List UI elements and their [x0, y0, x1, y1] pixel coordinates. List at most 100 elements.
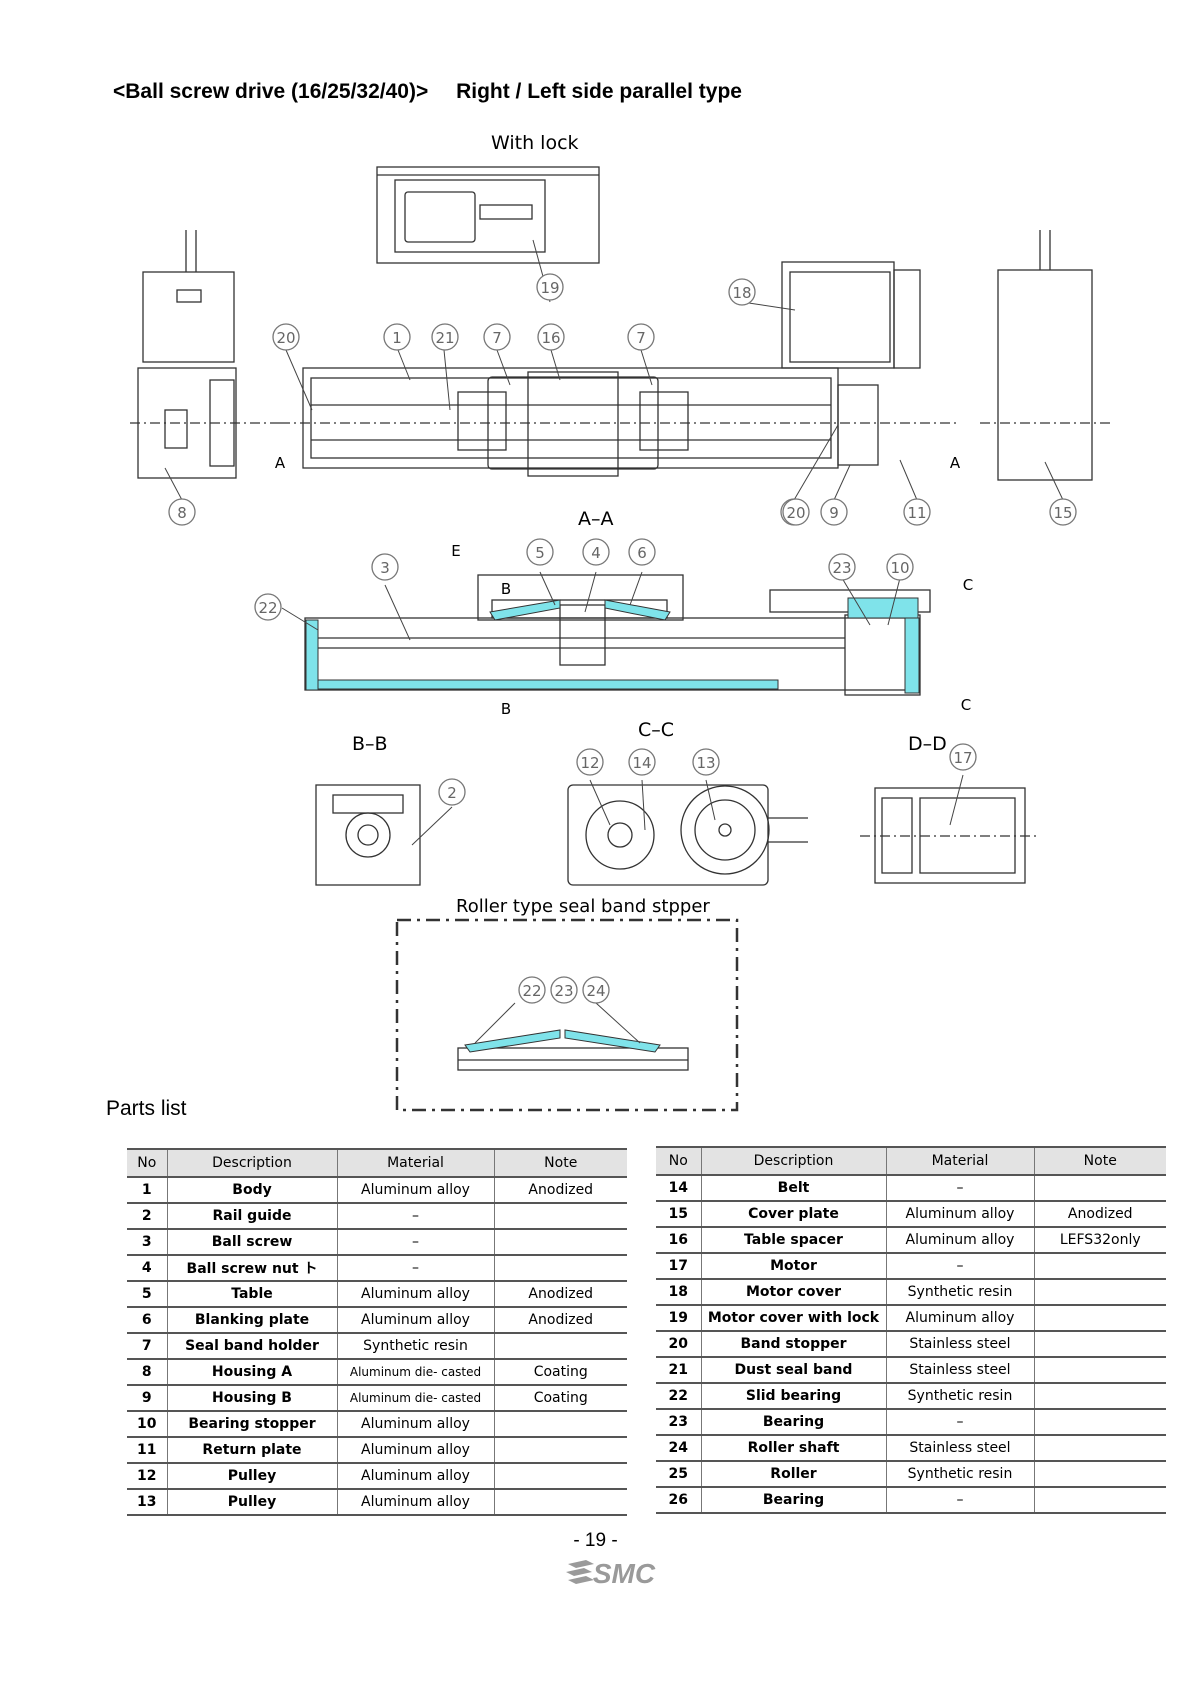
part-material: Synthetic resin	[336, 1333, 494, 1360]
caption-section-aa: A–A	[578, 508, 614, 530]
balloon-5: 5	[535, 544, 545, 562]
part-no: 7	[127, 1333, 167, 1360]
part-note: Coating	[493, 1359, 627, 1386]
part-material: Aluminum alloy	[336, 1411, 494, 1438]
part-material: Aluminum alloy	[336, 1177, 494, 1204]
part-description: Motor	[700, 1253, 886, 1280]
balloon-24: 24	[586, 982, 605, 1000]
part-no: 13	[127, 1489, 167, 1516]
caption-section-cc: C–C	[638, 719, 675, 741]
part-note: Anodized	[1033, 1201, 1166, 1228]
part-material: –	[336, 1255, 494, 1282]
part-description: Ball screw nut ト	[166, 1255, 337, 1282]
part-material: Synthetic resin	[885, 1461, 1034, 1488]
part-material: Stainless steel	[885, 1435, 1034, 1462]
part-no: 19	[656, 1305, 701, 1332]
part-description: Ball screw	[166, 1229, 337, 1256]
header-note: Note	[493, 1148, 627, 1178]
part-note	[1033, 1487, 1166, 1514]
part-no: 21	[656, 1357, 701, 1384]
part-material: Aluminum alloy	[885, 1305, 1034, 1332]
part-description: Roller shaft	[700, 1435, 886, 1462]
part-material: –	[336, 1203, 494, 1230]
part-material: Aluminum alloy	[336, 1489, 494, 1516]
part-note	[493, 1463, 627, 1490]
part-material: Synthetic resin	[885, 1383, 1034, 1410]
part-material: Stainless steel	[885, 1331, 1034, 1358]
balloon-22a: 22	[258, 599, 277, 617]
part-material: Aluminum alloy	[336, 1307, 494, 1334]
part-no: 6	[127, 1307, 167, 1334]
part-material: Aluminum die- casted	[336, 1359, 494, 1386]
part-description: Bearing	[700, 1409, 886, 1436]
balloon-20a: 20	[276, 329, 295, 347]
part-material: Aluminum alloy	[336, 1281, 494, 1308]
part-no: 20	[656, 1331, 701, 1358]
part-material: Aluminum die- casted	[336, 1385, 494, 1412]
part-description: Motor cover	[700, 1279, 886, 1306]
part-description: Cover plate	[700, 1201, 886, 1228]
part-note	[1033, 1253, 1166, 1280]
letter-a-left: A	[275, 454, 286, 472]
part-description: Seal band holder	[166, 1333, 337, 1360]
balloon-21: 21	[435, 329, 454, 347]
part-no: 1	[127, 1177, 167, 1204]
part-note	[493, 1437, 627, 1464]
part-description: Band stopper	[700, 1331, 886, 1358]
part-description: Blanking plate	[166, 1307, 337, 1334]
part-material: Stainless steel	[885, 1357, 1034, 1384]
part-material: Aluminum alloy	[336, 1463, 494, 1490]
part-note	[1033, 1383, 1166, 1410]
part-description: Housing B	[166, 1385, 337, 1412]
part-note	[1033, 1461, 1166, 1488]
part-no: 11	[127, 1437, 167, 1464]
letter-e: E	[451, 542, 460, 560]
part-description: Table spacer	[700, 1227, 886, 1254]
part-description: Slid bearing	[700, 1383, 886, 1410]
page-number: - 19 -	[573, 1530, 618, 1551]
part-note: LEFS32only	[1033, 1227, 1166, 1254]
part-note	[1033, 1409, 1166, 1436]
part-note	[1033, 1175, 1166, 1202]
balloon-23b: 23	[554, 982, 573, 1000]
page-heading: <Ball screw drive (16/25/32/40)> Right /…	[113, 80, 742, 104]
part-material: –	[336, 1229, 494, 1256]
part-no: 14	[656, 1175, 701, 1202]
balloon-14: 14	[632, 754, 651, 772]
balloon-15: 15	[1053, 504, 1072, 522]
header-no: No	[127, 1148, 167, 1178]
part-material: Aluminum alloy	[885, 1201, 1034, 1228]
part-description: Belt	[700, 1175, 886, 1202]
letter-a-right: A	[950, 454, 961, 472]
part-note	[1033, 1331, 1166, 1358]
part-note	[493, 1255, 627, 1282]
heading-type: Right / Left side parallel type	[456, 80, 742, 103]
balloon-6: 6	[637, 544, 647, 562]
part-note	[493, 1489, 627, 1516]
part-material: –	[885, 1253, 1034, 1280]
header-no: No	[656, 1146, 701, 1176]
part-no: 3	[127, 1229, 167, 1256]
part-no: 26	[656, 1487, 701, 1514]
caption-with-lock: With lock	[491, 132, 579, 154]
part-no: 18	[656, 1279, 701, 1306]
part-no: 9	[127, 1385, 167, 1412]
caption-roller-stopper: Roller type seal band stpper	[456, 896, 710, 917]
balloon-9: 9	[829, 504, 839, 522]
part-description: Body	[166, 1177, 337, 1204]
part-note: Coating	[493, 1385, 627, 1412]
logo-text: SMC	[593, 1558, 656, 1589]
part-material: –	[885, 1409, 1034, 1436]
part-no: 17	[656, 1253, 701, 1280]
